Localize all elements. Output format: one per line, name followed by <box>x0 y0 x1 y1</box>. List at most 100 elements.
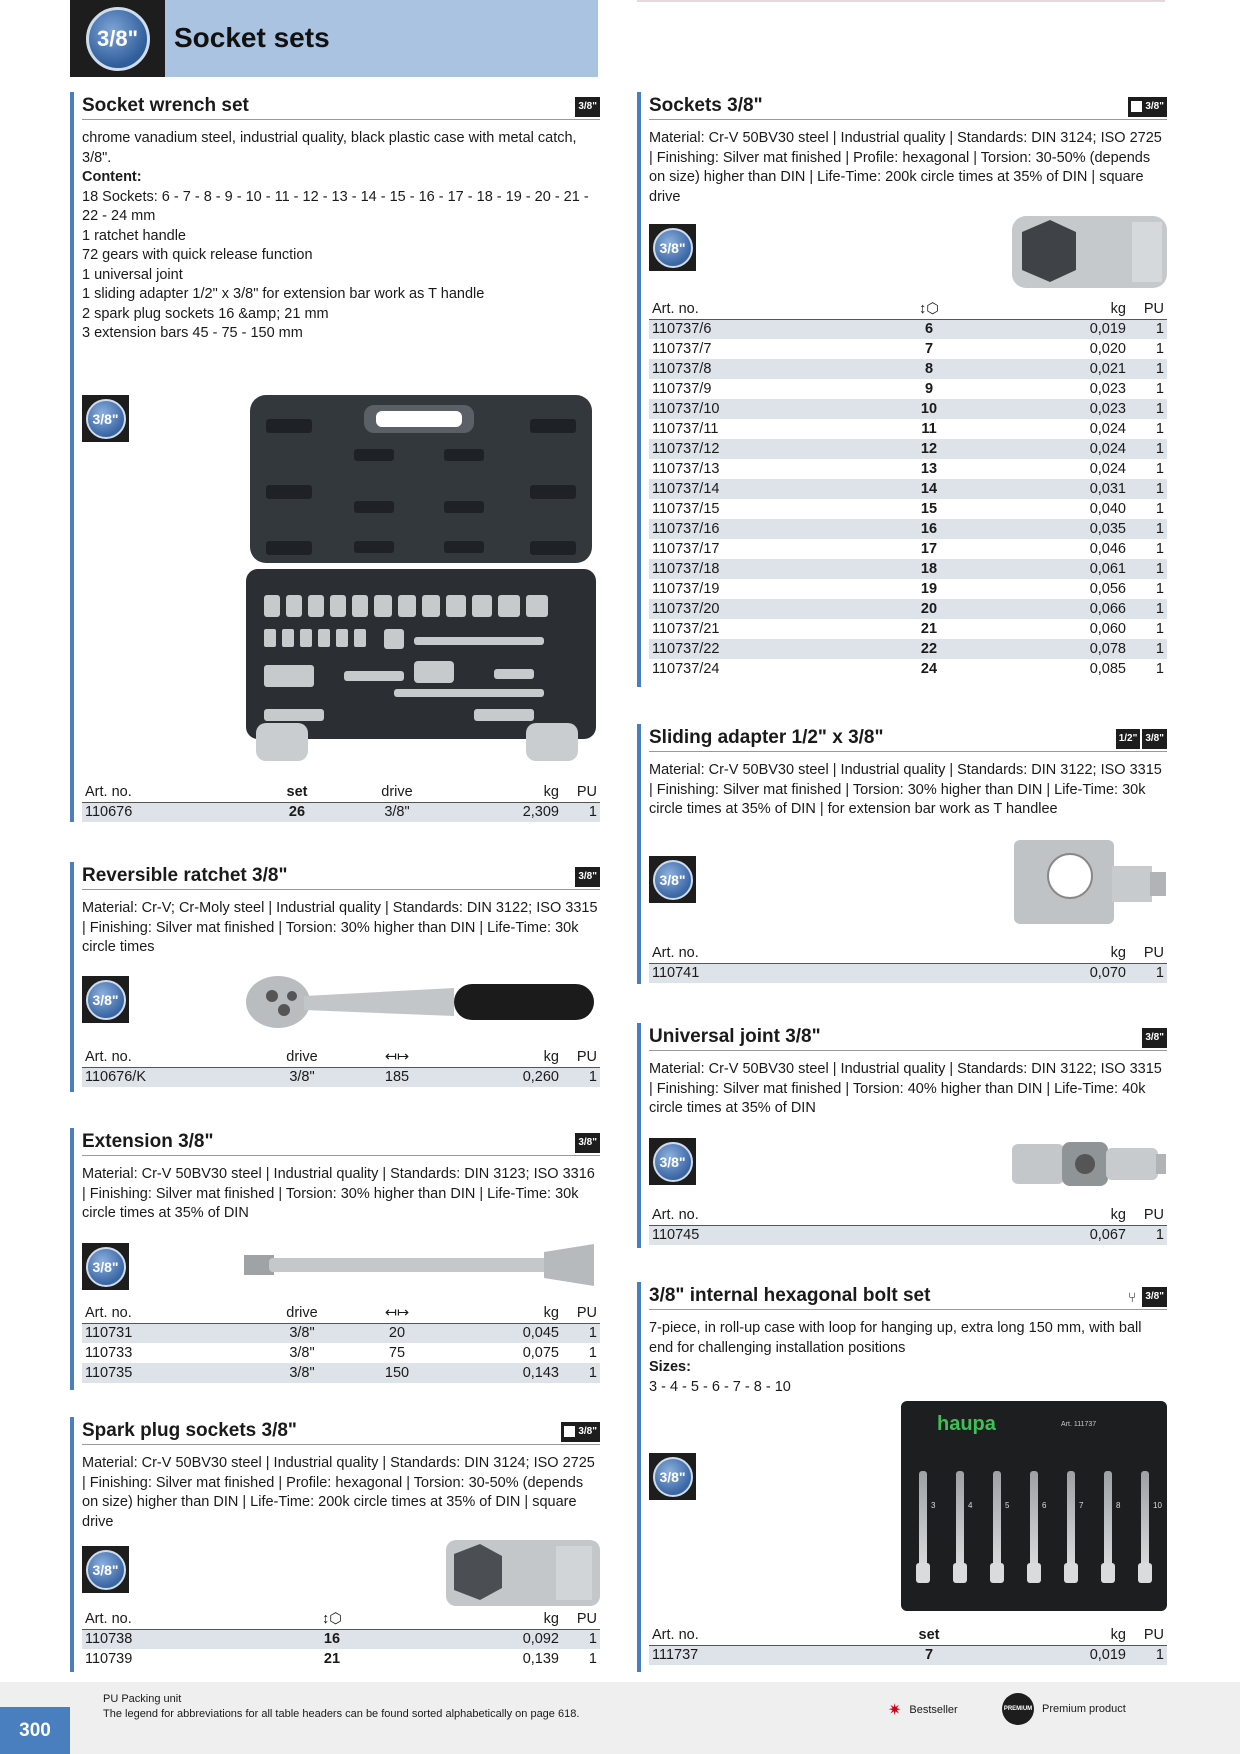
bit-size-label: 7 <box>1079 1501 1084 1510</box>
hex-size-icon: ↕⬡ <box>909 300 949 320</box>
drive-tag: 3/8" <box>575 1133 600 1153</box>
footer-notes: PU Packing unit The legend for abbreviat… <box>103 1693 580 1720</box>
section-extension: Extension 3/8" 3/8" Material: Cr-V 50BV3… <box>70 1128 600 1390</box>
hex-key-bit: 5 <box>990 1471 1009 1583</box>
sliding-adapter-image <box>1014 840 1166 924</box>
section-title: Reversible ratchet 3/8" <box>82 865 288 886</box>
legend-bestseller: ✷ Bestseller <box>888 1702 958 1719</box>
section-title: 3/8" internal hexagonal bolt set <box>649 1285 931 1306</box>
section-socket-wrench-set: Socket wrench set 3/8" chrome vanadium s… <box>70 92 600 822</box>
drive-size-icon: 3/8" <box>649 1138 696 1185</box>
section-reversible-ratchet: Reversible ratchet 3/8" 3/8" Material: C… <box>70 862 600 1092</box>
section-universal-joint: Universal joint 3/8" 3/8" Material: Cr-V… <box>637 1023 1167 1248</box>
drive-tag: 3/8" <box>1142 729 1167 749</box>
section-description: Material: Cr-V; Cr-Moly steel | Industri… <box>82 900 598 955</box>
bit-size-label: 5 <box>1005 1501 1010 1510</box>
hex-size-icon: ↕⬡ <box>312 1610 352 1630</box>
square-drive-icon <box>1131 100 1143 112</box>
section-sliding-adapter: Sliding adapter 1/2" x 3/8" 1/2"3/8" Mat… <box>637 724 1167 984</box>
page-title: Socket sets <box>174 22 330 53</box>
drive-tag: 3/8" <box>575 97 600 117</box>
bit-size-label: 8 <box>1116 1501 1121 1510</box>
bit-size-label: 10 <box>1153 1501 1162 1510</box>
drive-size-icon: 3/8" <box>82 395 129 442</box>
drive-size-icon: 3/8" <box>82 976 129 1023</box>
section-spark-plug-sockets: Spark plug sockets 3/8" 3/8" Material: C… <box>70 1417 600 1672</box>
bit-size-label: 3 <box>931 1501 936 1510</box>
section-description: Material: Cr-V 50BV30 steel | Industrial… <box>82 1455 595 1530</box>
drive-tag: 3/8" <box>1142 1028 1167 1048</box>
square-drive-icon <box>564 1425 576 1437</box>
section-sockets: Sockets 3/8" 3/8" Material: Cr-V 50BV30 … <box>637 92 1167 687</box>
bit-size-label: 6 <box>1042 1501 1047 1510</box>
section-hex-bolt-set: 3/8" internal hexagonal bolt set ⑂ 3/8" 7… <box>637 1282 1167 1672</box>
socket-case-image <box>246 395 596 761</box>
length-icon: ↤↦ <box>332 1048 462 1068</box>
section-title: Spark plug sockets 3/8" <box>82 1420 297 1441</box>
section-description: Material: Cr-V 50BV30 steel | Industrial… <box>649 130 1162 205</box>
hanging-loop-icon: ⑂ <box>1127 1289 1137 1305</box>
section-title: Extension 3/8" <box>82 1131 214 1152</box>
section-title: Sliding adapter 1/2" x 3/8" <box>649 727 884 748</box>
top-divider <box>637 0 1165 2</box>
drive-size-icon: 3/8" <box>649 224 696 271</box>
drive-size-icon: 3/8" <box>82 1243 129 1290</box>
drive-tag: 1/2" <box>1115 729 1141 749</box>
legend-premium: PREMIUM Premium product <box>1002 1693 1126 1725</box>
socket-image <box>1012 216 1167 288</box>
hex-key-bit: 8 <box>1101 1471 1120 1583</box>
section-description: 7-piece, in roll-up case with loop for h… <box>649 1320 1142 1395</box>
page-header: 3/8" Socket sets <box>70 0 598 77</box>
size-badge: 3/8" <box>85 6 150 71</box>
bit-size-label: 4 <box>968 1501 973 1510</box>
hex-key-bit: 3 <box>916 1471 935 1583</box>
premium-badge-icon: PREMIUM <box>1002 1693 1034 1725</box>
drive-tag: 3/8" <box>575 867 600 887</box>
section-title: Sockets 3/8" <box>649 95 763 116</box>
drive-tag: 3/8" <box>1128 97 1167 117</box>
drive-tag: 3/8" <box>1142 1287 1167 1307</box>
section-description: chrome vanadium steel, industrial qualit… <box>82 130 589 341</box>
drive-tag: 3/8" <box>561 1422 600 1442</box>
section-description: Material: Cr-V 50BV30 steel | Industrial… <box>649 762 1162 817</box>
header-logo: 3/8" <box>70 0 165 77</box>
drive-size-icon: 3/8" <box>649 1453 696 1500</box>
page-number: 300 <box>0 1707 70 1754</box>
extension-bar-image <box>244 1244 594 1286</box>
hex-key-bit: 4 <box>953 1471 972 1583</box>
section-title: Universal joint 3/8" <box>649 1026 821 1047</box>
